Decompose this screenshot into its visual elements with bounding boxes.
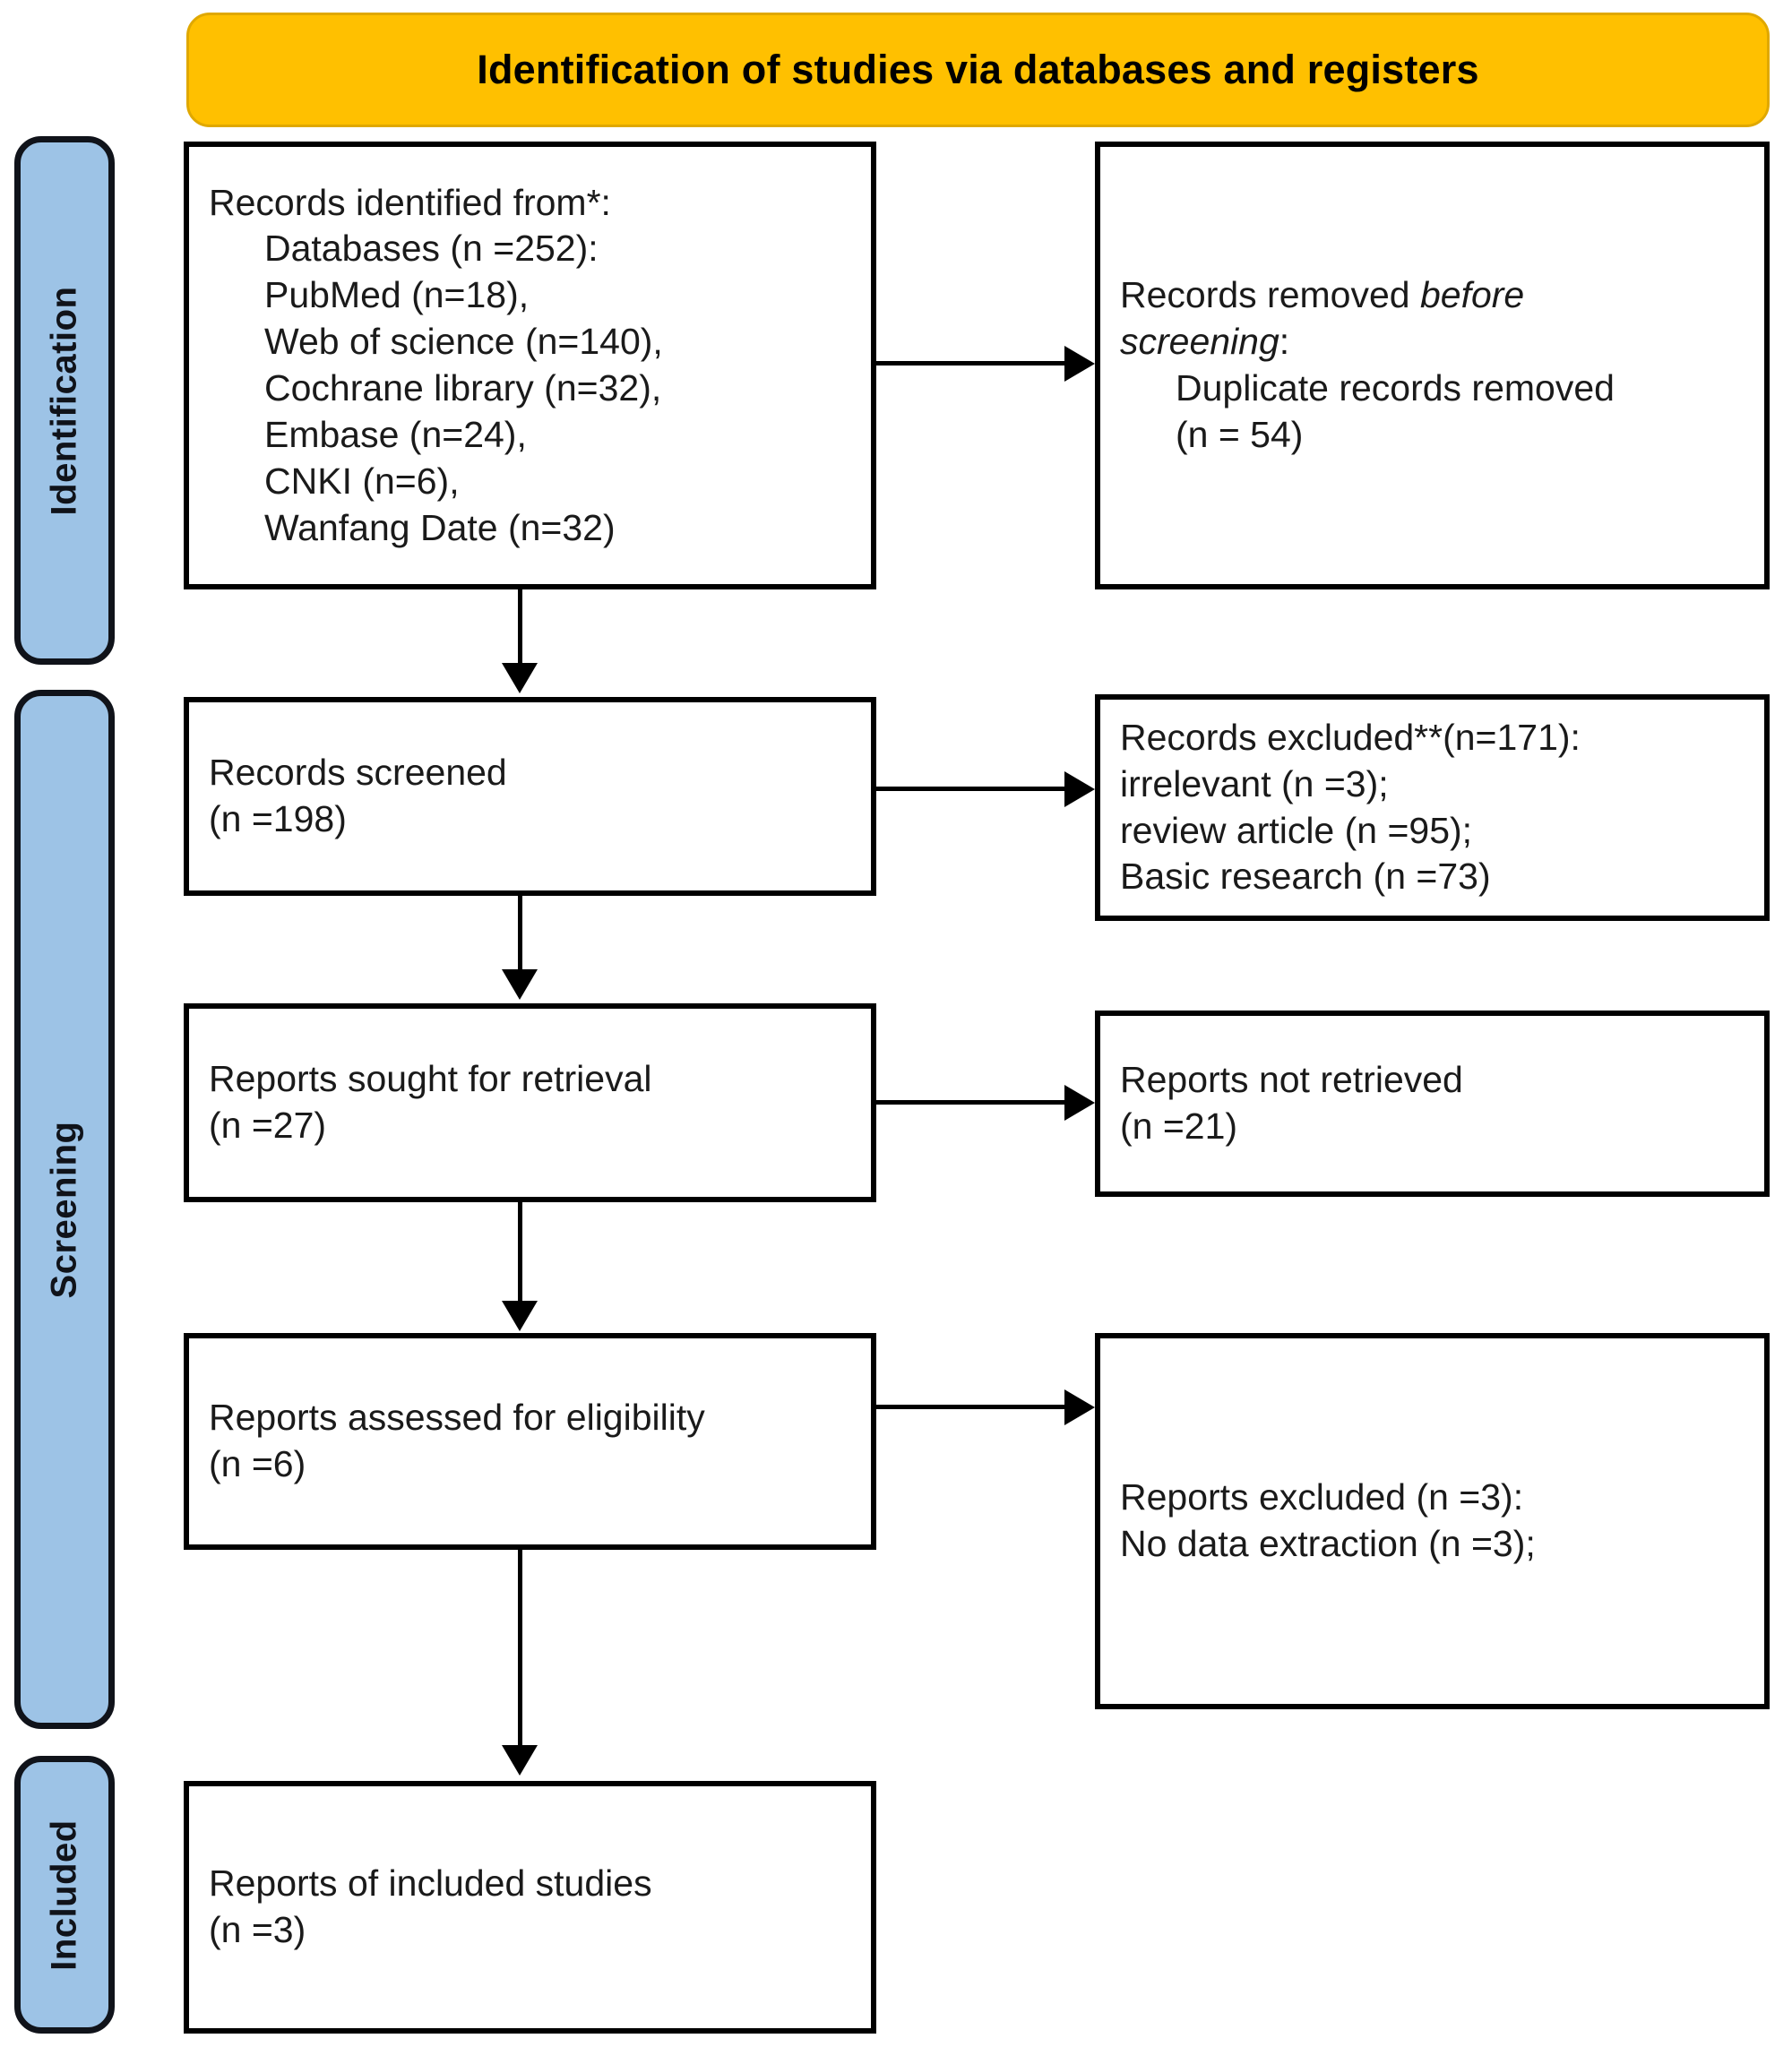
box-records-identified: Records identified from*: Databases (n =…: [184, 142, 876, 589]
connector-assessed-to-excluded: [876, 1405, 1064, 1409]
box-reports-included: Reports of included studies (n =3): [184, 1781, 876, 2034]
connector-assessed-to-included: [518, 1550, 522, 1745]
records-identified-line-7: Wanfang Date (n=32): [264, 506, 616, 548]
records-removed-plain-2: :: [1279, 321, 1290, 363]
reports-included-line-0: Reports of included studies: [209, 1862, 652, 1905]
records-excluded-line-2: review article (n =95);: [1120, 809, 1473, 851]
connector-sought-to-not-retrieved: [876, 1100, 1064, 1105]
reports-not-retrieved-line-0: Reports not retrieved: [1120, 1059, 1463, 1101]
arrowhead-identified-to-removed: [1064, 346, 1095, 382]
reports-excluded-line-0: Reports excluded (n =3):: [1120, 1476, 1524, 1518]
records-identified-line-1: Databases (n =252):: [264, 228, 599, 270]
box-reports-not-retrieved: Reports not retrieved (n =21): [1095, 1011, 1770, 1197]
records-identified-line-4: Cochrane library (n=32),: [264, 367, 662, 409]
records-identified-line-3: Web of science (n=140),: [264, 321, 663, 363]
reports-assessed-line-1: (n =6): [209, 1443, 306, 1484]
records-excluded-line-0: Records excluded**(n=171):: [1120, 716, 1581, 758]
records-removed-line-2: Duplicate records removed: [1176, 367, 1615, 409]
reports-sought-line-0: Reports sought for retrieval: [209, 1058, 652, 1100]
reports-not-retrieved-line-1: (n =21): [1120, 1105, 1238, 1147]
box-reports-excluded-eligibility: Reports excluded (n =3): No data extract…: [1095, 1333, 1770, 1709]
stage-label-screening: Screening: [14, 690, 115, 1729]
records-excluded-line-1: irrelevant (n =3);: [1120, 762, 1389, 804]
stage-label-included: Included: [14, 1756, 115, 2034]
reports-assessed-line-0: Reports assessed for eligibility: [209, 1397, 705, 1439]
records-removed-italic-1: before: [1419, 274, 1525, 316]
connector-identified-to-screened: [518, 589, 522, 663]
arrowhead-sought-to-assessed: [502, 1301, 538, 1331]
records-identified-line-5: Embase (n=24),: [264, 413, 527, 455]
records-removed-italic-2: screening: [1120, 321, 1279, 363]
arrowhead-assessed-to-included: [502, 1745, 538, 1776]
arrowhead-sought-to-not-retrieved: [1064, 1085, 1095, 1121]
stage-label-included-text: Included: [44, 1819, 84, 1971]
box-reports-assessed: Reports assessed for eligibility (n =6): [184, 1333, 876, 1550]
records-removed-line-0: Records removed before: [1120, 272, 1745, 319]
box-reports-sought: Reports sought for retrieval (n =27): [184, 1003, 876, 1202]
records-removed-line-3: (n = 54): [1176, 413, 1304, 455]
reports-excluded-line-1: No data extraction (n =3);: [1120, 1523, 1536, 1564]
connector-identified-to-removed: [876, 361, 1064, 366]
connector-screened-to-excluded: [876, 787, 1064, 791]
stage-label-screening-text: Screening: [44, 1121, 84, 1298]
reports-sought-line-1: (n =27): [209, 1105, 327, 1146]
records-excluded-line-3: Basic research (n =73): [1120, 856, 1491, 898]
box-records-removed: Records removed before screening: Duplic…: [1095, 142, 1770, 589]
records-removed-line-1: screening:: [1120, 319, 1745, 366]
connector-screened-to-sought: [518, 896, 522, 969]
stage-label-identification: Identification: [14, 136, 115, 665]
arrowhead-screened-to-excluded: [1064, 771, 1095, 807]
records-identified-line-0: Records identified from*:: [209, 181, 611, 223]
stage-label-identification-text: Identification: [44, 286, 84, 515]
records-identified-line-6: CNKI (n=6),: [264, 460, 460, 502]
records-screened-line-0: Records screened: [209, 752, 507, 794]
phase-header-identification: Identification of studies via databases …: [186, 13, 1770, 127]
records-identified-line-2: PubMed (n=18),: [264, 274, 530, 316]
arrowhead-identified-to-screened: [502, 663, 538, 693]
box-records-screened: Records screened (n =198): [184, 697, 876, 896]
records-removed-plain-1: Records removed: [1120, 274, 1420, 316]
arrowhead-assessed-to-excluded: [1064, 1389, 1095, 1425]
reports-included-line-1: (n =3): [209, 1909, 306, 1950]
records-screened-line-1: (n =198): [209, 798, 347, 839]
arrowhead-screened-to-sought: [502, 969, 538, 1000]
box-records-excluded-screening: Records excluded**(n=171): irrelevant (n…: [1095, 694, 1770, 921]
connector-sought-to-assessed: [518, 1202, 522, 1301]
